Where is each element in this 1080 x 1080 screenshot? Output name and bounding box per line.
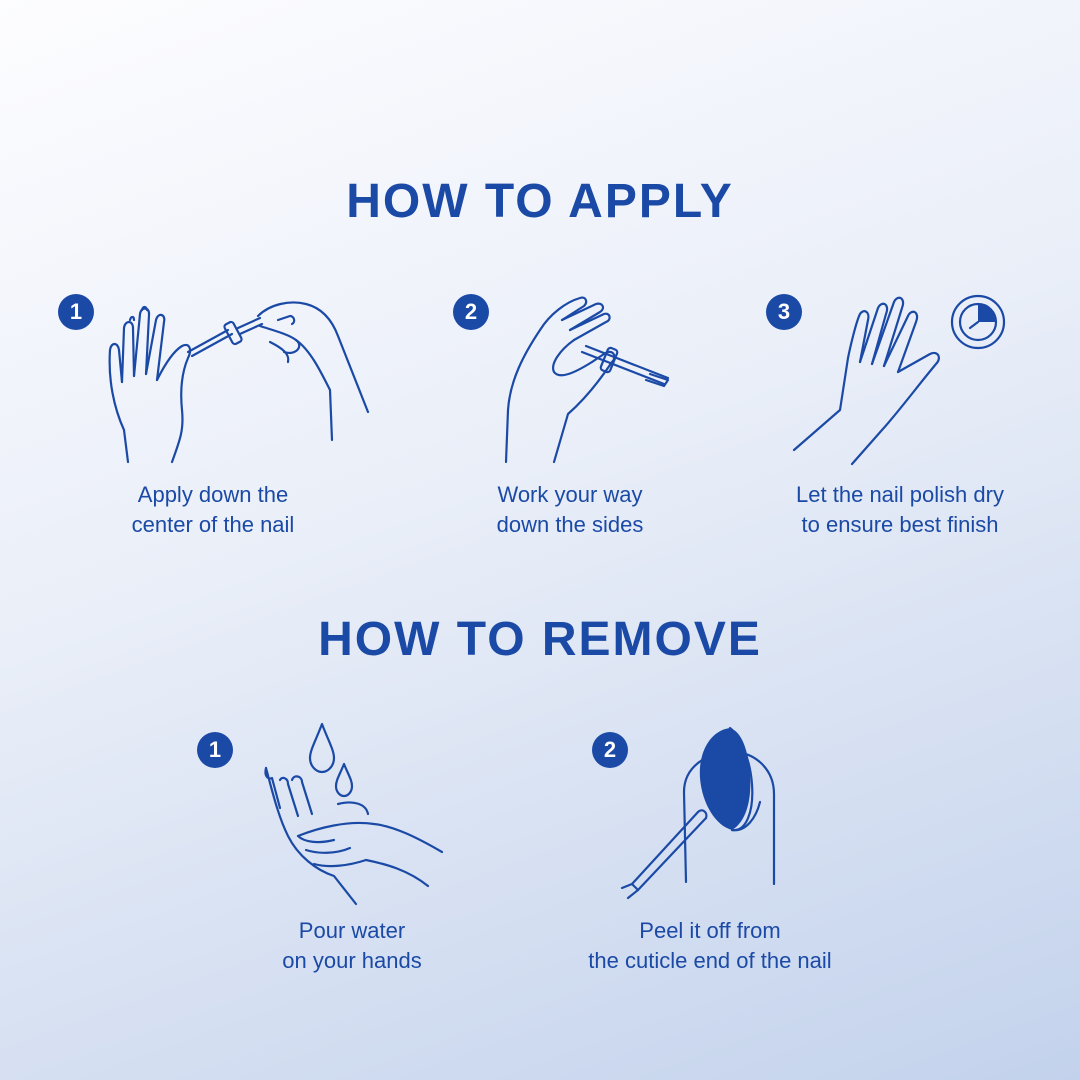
step-number-badge: 1: [197, 732, 233, 768]
caption-line: Pour water: [298, 918, 406, 943]
caption-line: Let the nail polish dry: [796, 482, 1004, 507]
caption-line: down the sides: [496, 512, 644, 537]
caption-line: Apply down the: [137, 482, 289, 507]
step-caption: Work your way down the sides: [400, 480, 740, 540]
caption-line: center of the nail: [131, 512, 295, 537]
step-number-badge: 2: [592, 732, 628, 768]
step-caption: Let the nail polish dry to ensure best f…: [730, 480, 1070, 540]
step-number-badge: 3: [766, 294, 802, 330]
step-caption: Apply down the center of the nail: [43, 480, 383, 540]
caption-line: on your hands: [282, 948, 422, 973]
apply-section-title: HOW TO APPLY: [346, 175, 734, 228]
step-number-badge: 2: [453, 294, 489, 330]
hand-brushing-sides-icon: [500, 290, 680, 470]
caption-line: Work your way: [497, 482, 643, 507]
step-number-badge: 1: [58, 294, 94, 330]
hand-applying-polish-icon: [100, 290, 380, 470]
hands-water-drops-icon: [258, 720, 448, 910]
caption-line: Peel it off from: [639, 918, 781, 943]
step-caption: Pour water on your hands: [182, 916, 522, 976]
remove-section-title: HOW TO REMOVE: [318, 613, 762, 666]
step-caption: Peel it off from the cuticle end of the …: [540, 916, 880, 976]
caption-line: to ensure best finish: [801, 512, 999, 537]
hand-drying-timer-icon: [790, 292, 1010, 472]
caption-line: the cuticle end of the nail: [588, 948, 832, 973]
peeling-nail-tweezers-icon: [620, 722, 790, 912]
